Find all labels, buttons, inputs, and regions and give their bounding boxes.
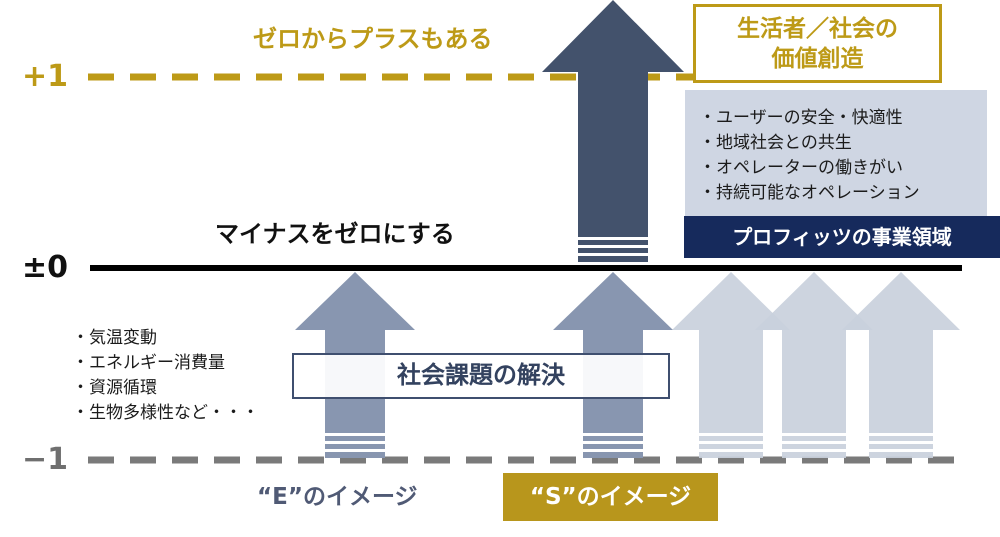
- e-image-caption: “E”のイメージ: [257, 484, 418, 510]
- light-arrow-3: [842, 272, 960, 458]
- zero-label: ±0: [22, 250, 69, 285]
- list-item: ・気温変動: [72, 328, 157, 348]
- value-box-line1: 生活者／社会の: [737, 15, 898, 42]
- s-lower-arrow-stripes: [583, 433, 643, 452]
- business-domain-banner: プロフィッツの事業領域: [684, 216, 1000, 258]
- social-issues-list: ・気温変動 ・エネルギー消費量 ・資源循環 ・生物多様性など・・・: [72, 326, 259, 426]
- zero-to-plus-caption: ゼロからプラスもある: [253, 25, 493, 53]
- light-arrow-1: [672, 272, 790, 458]
- panel-item: ・オペレーターの働きがい: [699, 158, 903, 178]
- panel-item: ・持続可能なオペレーション: [699, 183, 920, 203]
- value-creation-box: 生活者／社会の 価値創造: [693, 4, 942, 83]
- zero-to-plus-arrow: [542, 0, 684, 262]
- light-arrow-stripes: [699, 433, 933, 452]
- social-solution-box: 社会課題の解決: [292, 353, 670, 399]
- light-arrow-2: [755, 272, 873, 458]
- list-item: ・資源循環: [72, 378, 157, 398]
- value-box-line2: 価値創造: [771, 45, 864, 72]
- minus-to-zero-caption: マイナスをゼロにする: [215, 220, 455, 248]
- s-image-caption: “S”のイメージ: [503, 473, 718, 521]
- panel-item: ・ユーザーの安全・快適性: [699, 108, 903, 128]
- panel-item: ・地域社会との共生: [699, 133, 852, 153]
- business-panel: ・ユーザーの安全・快適性 ・地域社会との共生 ・オペレーターの働きがい ・持続可…: [685, 90, 987, 225]
- plus-one-label: +1: [22, 59, 69, 94]
- zero-to-plus-arrow-stripes: [578, 237, 648, 256]
- minus-one-label: −1: [22, 442, 69, 477]
- list-item: ・生物多様性など・・・: [72, 403, 259, 423]
- list-item: ・エネルギー消費量: [72, 353, 225, 373]
- light-arrows: [672, 272, 960, 458]
- e-arrow-stripes: [325, 433, 385, 452]
